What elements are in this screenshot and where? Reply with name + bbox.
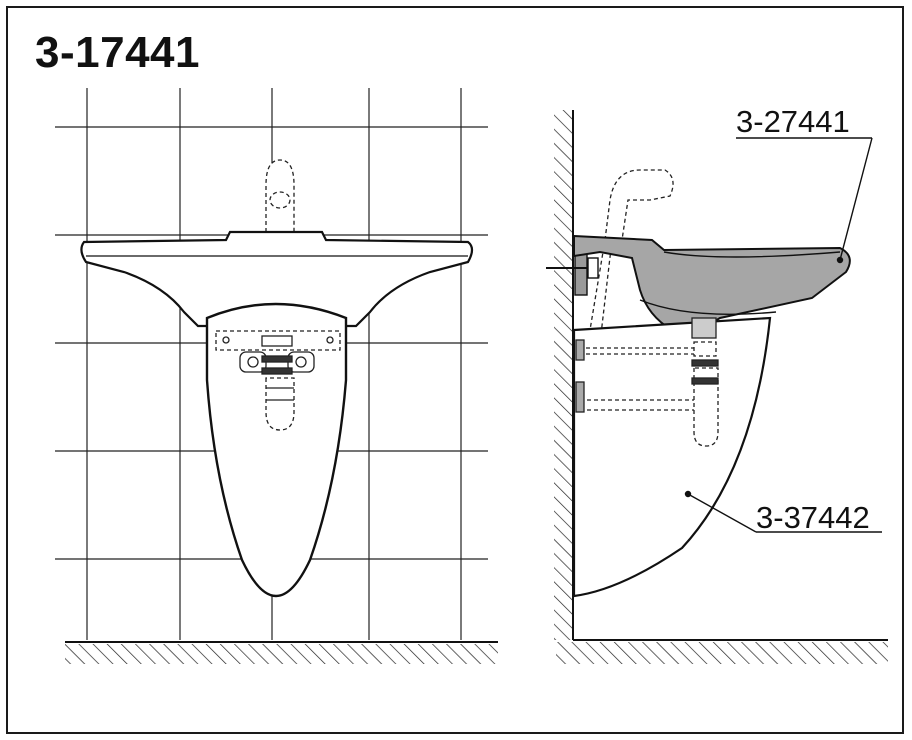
- plumbing-front: [215, 330, 341, 431]
- floor-front: [65, 641, 498, 664]
- front-view: [55, 88, 498, 664]
- callout-leaders: [684, 137, 882, 533]
- drawing-frame: [6, 6, 904, 734]
- wall-section: [554, 110, 574, 640]
- faucet-dashed: [257, 159, 303, 341]
- callout-label-pedestal: 3-37442: [756, 500, 870, 535]
- pedestal-front: [205, 302, 348, 598]
- callout-label-basin: 3-27441: [736, 104, 850, 139]
- floor-side: [556, 639, 888, 664]
- side-view: [546, 110, 888, 664]
- model-number-title: 3-17441: [35, 28, 200, 77]
- basin-section: [573, 234, 851, 331]
- basin-front: [80, 230, 474, 328]
- pedestal-section: [572, 316, 772, 598]
- drain-trap: [575, 317, 719, 447]
- wall-bolt: [546, 244, 599, 296]
